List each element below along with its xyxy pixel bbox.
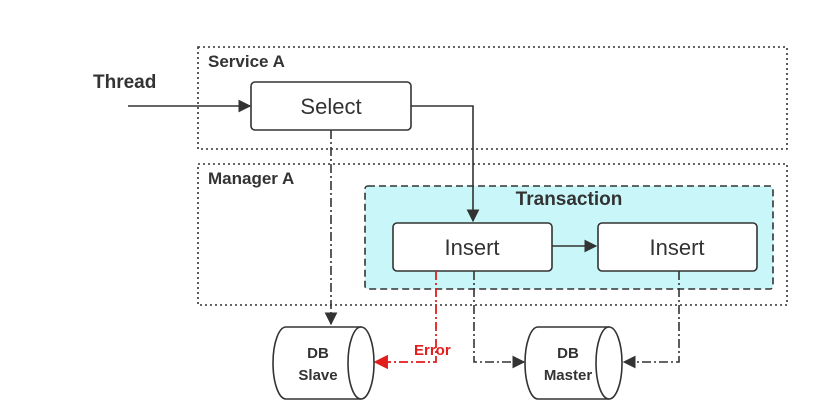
select-to-insert-arrow [411, 105, 480, 223]
insert-box-2[interactable] [597, 222, 758, 272]
manager-a-title: Manager A [208, 169, 294, 188]
insert-label-1: Insert [444, 235, 499, 260]
select-label: Select [300, 94, 361, 119]
db-master-end [595, 326, 610, 400]
thread-label: Thread [93, 72, 156, 93]
db-slave-body [272, 326, 375, 400]
error-arrow [373, 271, 437, 370]
insert-box-1[interactable] [392, 222, 553, 272]
db-master-line1: DB [557, 345, 579, 362]
db-master-body [524, 326, 623, 400]
insert2-to-master-arrow [622, 271, 680, 369]
service-a-container [197, 46, 788, 150]
db-slave-end [347, 326, 362, 400]
db-slave-line2: Slave [298, 367, 337, 384]
service-a-title: Service A [208, 52, 285, 71]
error-label: Error [414, 342, 451, 359]
transaction-title: Transaction [516, 189, 623, 210]
db-slave-line1: DB [307, 345, 329, 362]
db-slave[interactable]: DB Slave [272, 326, 375, 400]
insert1-to-master-arrow [473, 271, 526, 369]
db-master-line2: Master [544, 367, 593, 384]
insert-label-2: Insert [649, 235, 704, 260]
db-master[interactable]: DB Master [524, 326, 623, 400]
